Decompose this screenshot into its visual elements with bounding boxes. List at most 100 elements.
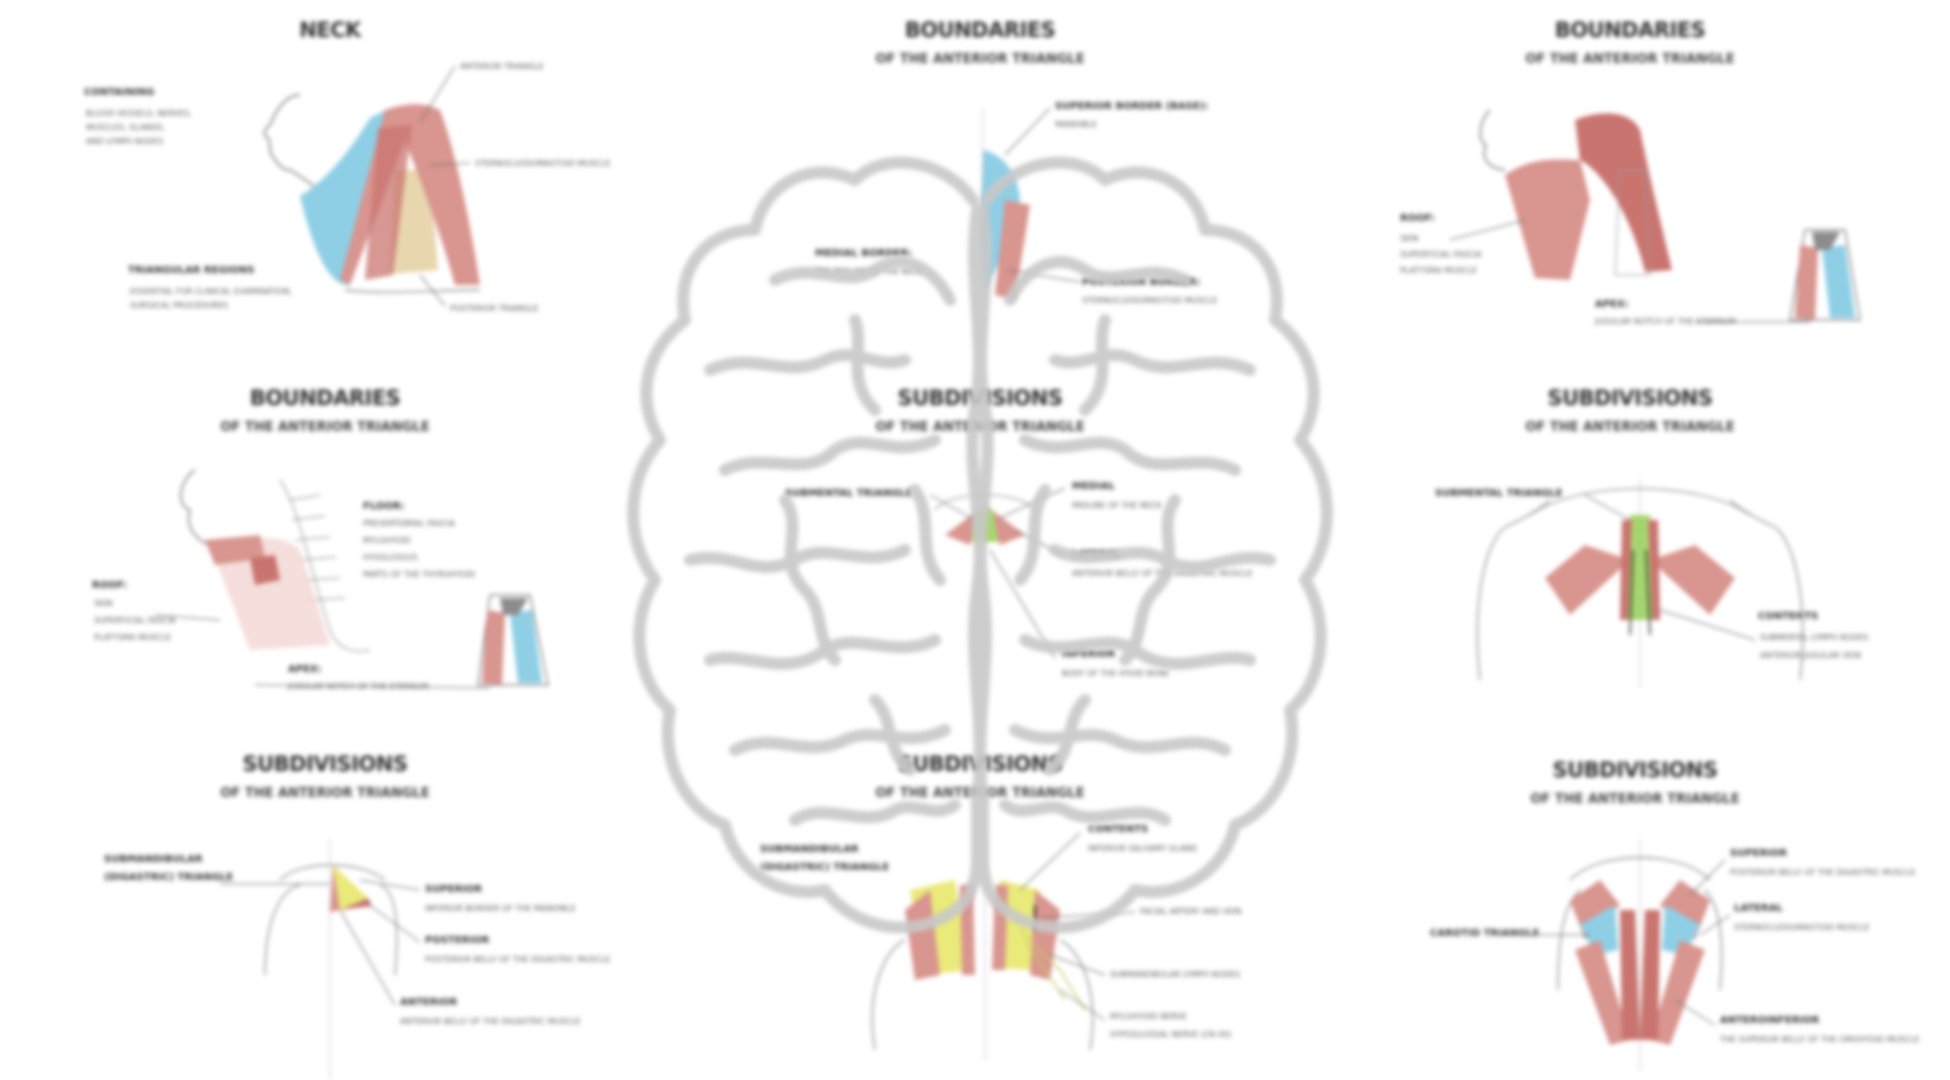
floor-item: HYOGLOSSUS [363, 553, 418, 562]
panel-boundaries-right: BOUNDARIES OF THE ANTERIOR TRIANGLE ROOF… [1300, 0, 1950, 370]
trachea [1614, 169, 1651, 276]
leader-line [989, 549, 1056, 659]
panel-submental-right: SUBDIVISIONS OF THE ANTERIOR TRIANGLE SU… [1300, 370, 1950, 740]
panel-title: BOUNDARIES [904, 18, 1056, 42]
posterior-label: POSTERIOR [425, 935, 490, 946]
leader-line [1059, 989, 1106, 1021]
contents-item: SUBMENTAL LYMPH NODES [1760, 633, 1869, 642]
contents-label: CONTENTS [1758, 611, 1819, 622]
muscle-region [1650, 545, 1735, 615]
apex-label: APEX: [1595, 299, 1629, 310]
anterior-label: ANTERIOR [400, 997, 458, 1008]
anteroinferior-sub: THE SUPERIOR BELLY OF THE OMOHYOID MUSCL… [1720, 1035, 1920, 1044]
panel-subtitle: OF THE ANTERIOR TRIANGLE [875, 52, 1085, 67]
triangular-label: TRIANGULAR REGIONS [128, 265, 255, 276]
leader-line [1584, 494, 1631, 521]
lymph-label: SUBMANDIBULAR LYMPH NODES [1110, 970, 1240, 979]
containing-item: MUSCLES, GLANDS, [86, 123, 166, 132]
triangular-item: ESSENTIAL FOR CLINICAL EXAMINATION, [130, 287, 292, 296]
leader-line [419, 274, 446, 307]
neck-illustration [263, 65, 481, 307]
containing-label: CONTAINING [84, 87, 155, 98]
submandibular-illustration [220, 840, 421, 1080]
leader-line [154, 614, 221, 621]
floor-item: PARTS OF THE THYROHYOID [363, 570, 476, 579]
facial-label: FACIAL ARTERY AND VEIN [1140, 907, 1242, 916]
mini-blue [510, 610, 542, 683]
muscle-region [330, 865, 340, 912]
panel-carotid-right: SUBDIVISIONS OF THE ANTERIOR TRIANGLE CA… [1300, 740, 1950, 1080]
jaw-outline [1557, 856, 1723, 991]
leader-line [1449, 219, 1526, 241]
superior-border-sub: MANDIBLE [1055, 120, 1097, 129]
leader-line [1689, 859, 1726, 896]
posterior-border-label: POSTERIOR BORDER: [1082, 277, 1201, 288]
muscle-region [1650, 940, 1705, 1045]
head-outline [180, 469, 211, 546]
mylohyoid-label: MYLOHYOID NERVE [1110, 1012, 1187, 1021]
anterior-sub: ANTERIOR BELLY OF THE DIGASTRIC MUSCLE [400, 1017, 581, 1026]
posterior-border-sub: STERNOCLEIDOMASTOID MUSCLE [1082, 296, 1218, 305]
floor-label: FLOOR: [363, 501, 405, 512]
roof-item: PLATYSMA MUSCLE [94, 633, 172, 642]
leader-line [1049, 954, 1106, 976]
muscle-region [1505, 159, 1590, 280]
mini-grey [500, 598, 528, 615]
mini-blue [1822, 245, 1855, 318]
yellow-region [333, 865, 368, 910]
submental-label: SUBMENTAL TRIANGLE [1435, 488, 1563, 499]
panel-subtitle: OF THE ANTERIOR TRIANGLE [1525, 420, 1735, 435]
medial-sub: MIDLINE OF THE NECK [1072, 501, 1162, 510]
panel-title: SUBDIVISIONS [1552, 758, 1718, 782]
mini-diagram [1789, 229, 1861, 321]
superior-sub: POSTERIOR BELLY OF THE DIGASTRIC MUSCLE [1730, 868, 1916, 877]
roof-label: ROOF: [92, 580, 127, 591]
inferior-label: INFERIOR [1062, 649, 1116, 660]
leader-line [1699, 914, 1731, 936]
panel-title: BOUNDARIES [1554, 18, 1706, 42]
muscle-region [985, 505, 1025, 545]
apex-sub: JUGULAR NOTCH OF THE STERNUM [1595, 317, 1736, 326]
muscle-region [1620, 910, 1640, 1040]
leader-line [254, 684, 491, 689]
cervical-spine [279, 479, 371, 652]
anterior-triangle-label: ANTERIOR TRIANGLE [460, 62, 544, 71]
muscle-region [1620, 520, 1632, 620]
brain-icon [627, 156, 1333, 934]
containing-item: AND LYMPH NODES [86, 137, 164, 146]
hypoglossal-label: HYPOGLOSSAL NERVE (CN XII) [1110, 1030, 1232, 1039]
neck-outline [871, 939, 1094, 1051]
roof-label: ROOF: [1400, 213, 1435, 224]
submandibular-name: (DIGASTRIC) TRIANGLE [760, 862, 890, 873]
lateral-sub: STERNOCLEIDOMASTOID MUSCLE [1734, 923, 1870, 932]
containing-item: BLOOD VESSELS, NERVES, [86, 109, 192, 118]
roof-item: SKIN [1400, 234, 1419, 243]
submandibular-name: SUBMANDIBULAR [760, 844, 859, 855]
superior-label: SUPERIOR [1730, 848, 1788, 859]
anteroinferior-label: ANTEROINFERIOR [1720, 1015, 1820, 1026]
medial-border-label: MEDIAL BORDER: [815, 248, 913, 259]
panel-subtitle: OF THE ANTERIOR TRIANGLE [220, 420, 430, 435]
mini-muscle [482, 610, 505, 685]
muscle-region [1575, 113, 1672, 272]
superior-label: SUPERIOR [425, 884, 483, 895]
leader-line [419, 65, 456, 123]
posterior-sub: POSTERIOR BELLY OF THE DIGASTRIC MUSCLE [425, 955, 611, 964]
boundaries-illustration [1449, 109, 1861, 323]
apex-label: APEX: [288, 664, 322, 675]
panel-neck: NECK CONTAINING BLOOD VESSELS, NERVES, M… [0, 0, 640, 370]
leader-line [364, 901, 421, 943]
leader-line [1659, 609, 1756, 641]
panel-subtitle: OF THE ANTERIOR TRIANGLE [1530, 792, 1740, 807]
muscle-region [365, 125, 412, 280]
carotid-label: CAROTID TRIANGLE [1430, 928, 1540, 939]
leader-line [1007, 269, 1081, 283]
vertebrae [289, 494, 346, 601]
muscle-region [1640, 910, 1660, 1040]
head-outline [1479, 109, 1506, 171]
vein [1629, 549, 1634, 636]
medial-label: MEDIAL [1072, 481, 1115, 492]
contents-item: ANTERIOR JUGULAR VEIN [1760, 651, 1862, 660]
triangular-item: SURGICAL PROCEDURES [130, 301, 229, 310]
